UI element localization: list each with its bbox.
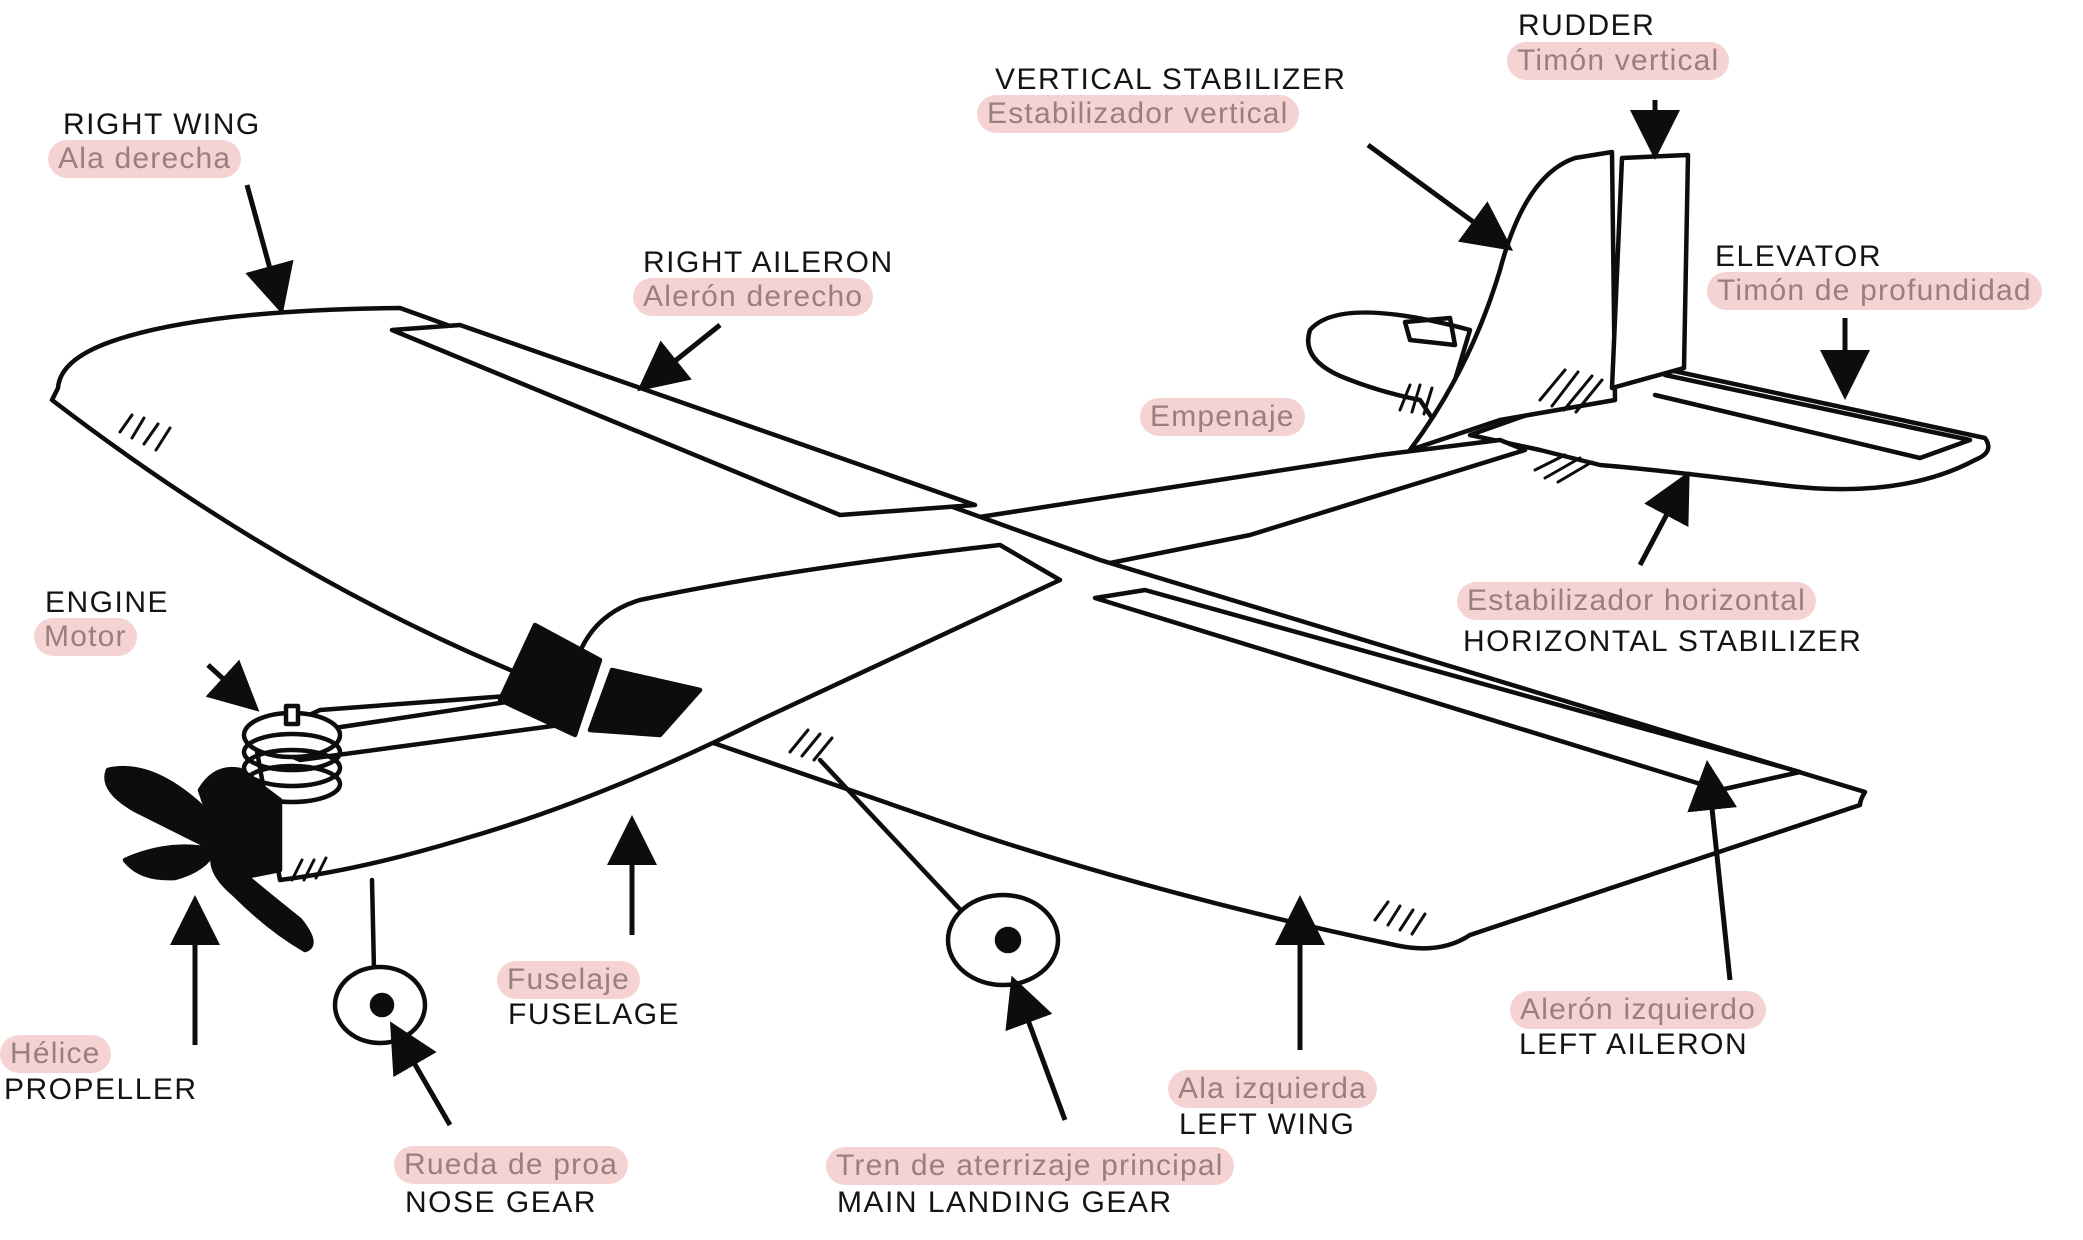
- label-elevator-en: ELEVATOR: [1715, 240, 1883, 273]
- left-aileron: [1092, 587, 1803, 793]
- label-vertical-stabilizer-es: Estabilizador vertical: [977, 95, 1299, 133]
- hatch-marks: [118, 368, 1604, 936]
- label-propeller-en: PROPELLER: [4, 1073, 198, 1106]
- arrow-right-wing: [244, 184, 294, 315]
- arrow-horizontal-stabilizer: [1637, 471, 1690, 567]
- label-left-aileron-en: LEFT AILERON: [1519, 1028, 1749, 1061]
- arrow-main-gear: [1005, 975, 1068, 1121]
- arrow-right-aileron: [637, 323, 722, 392]
- label-elevator-es: Timón de profundidad: [1707, 272, 2042, 310]
- label-vertical-stabilizer-en: VERTICAL STABILIZER: [995, 63, 1347, 96]
- label-horizontal-stabilizer-es: Estabilizador horizontal: [1457, 582, 1816, 620]
- arrow-engine: [205, 659, 260, 712]
- label-main-gear-es: Tren de aterrizaje principal: [826, 1147, 1234, 1185]
- vertical-stabilizer: [1407, 149, 1618, 453]
- arrow-left-aileron: [1687, 760, 1738, 981]
- label-right-aileron-en: RIGHT AILERON: [643, 246, 894, 279]
- label-right-aileron-es: Alerón derecho: [633, 278, 874, 316]
- elevator: [1652, 372, 1973, 461]
- propeller-drawing: [104, 765, 314, 953]
- engine-drawing: [241, 703, 343, 805]
- windshield: [497, 622, 603, 738]
- label-right-wing-es: Ala derecha: [48, 140, 242, 178]
- arrows: [170, 100, 1870, 1127]
- label-fuselage-en: FUSELAGE: [508, 998, 681, 1031]
- label-rudder-en: RUDDER: [1518, 9, 1656, 42]
- label-engine-en: ENGINE: [45, 586, 170, 619]
- label-empennage-es: Empenaje: [1140, 398, 1305, 436]
- rudder: [1609, 152, 1691, 391]
- right-aileron: [389, 322, 978, 518]
- airplane-drawing: [49, 149, 1991, 1046]
- label-left-aileron-es: Alerón izquierdo: [1510, 991, 1766, 1029]
- label-nose-gear-en: NOSE GEAR: [405, 1186, 597, 1219]
- label-engine-es: Motor: [34, 618, 137, 656]
- label-left-wing-es: Ala izquierda: [1168, 1070, 1378, 1108]
- arrow-vertical-stabilizer: [1366, 142, 1514, 251]
- label-propeller-es: Hélice: [0, 1035, 111, 1073]
- label-main-gear-en: MAIN LANDING GEAR: [837, 1186, 1173, 1219]
- arrow-nose-gear: [389, 1021, 453, 1127]
- label-horizontal-stabilizer-en: HORIZONTAL STABILIZER: [1463, 625, 1863, 658]
- label-nose-gear-es: Rueda de proa: [394, 1146, 629, 1184]
- label-right-wing-en: RIGHT WING: [63, 108, 261, 141]
- label-left-wing-en: LEFT WING: [1179, 1108, 1356, 1141]
- label-fuselage-es: Fuselaje: [497, 961, 640, 999]
- label-rudder-es: Timón vertical: [1507, 42, 1730, 80]
